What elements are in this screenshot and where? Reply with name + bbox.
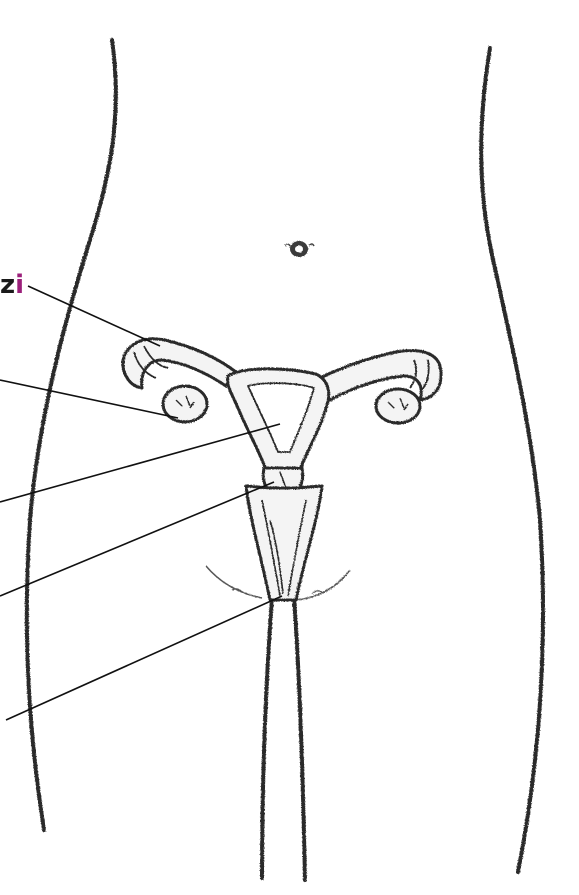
- label-accent-text: i: [15, 270, 24, 300]
- vagina: [246, 486, 322, 600]
- leader-vagina: [6, 596, 282, 720]
- navel: [285, 241, 314, 257]
- fallopian-tube-label: zi: [0, 272, 24, 298]
- left-fallopian-tube: [123, 339, 236, 388]
- right-fallopian-tube: [316, 351, 441, 400]
- right-inner-leg: [294, 598, 305, 880]
- left-body-contour: [27, 40, 116, 830]
- right-ovary: [376, 389, 420, 423]
- label-text: z: [0, 270, 15, 300]
- leader-cervix: [0, 482, 274, 596]
- leader-ovary: [0, 380, 178, 418]
- reproductive-organs: [123, 339, 441, 600]
- right-body-contour: [481, 48, 543, 872]
- left-inner-leg: [262, 598, 272, 878]
- leader-fallopian-tube: [28, 286, 160, 346]
